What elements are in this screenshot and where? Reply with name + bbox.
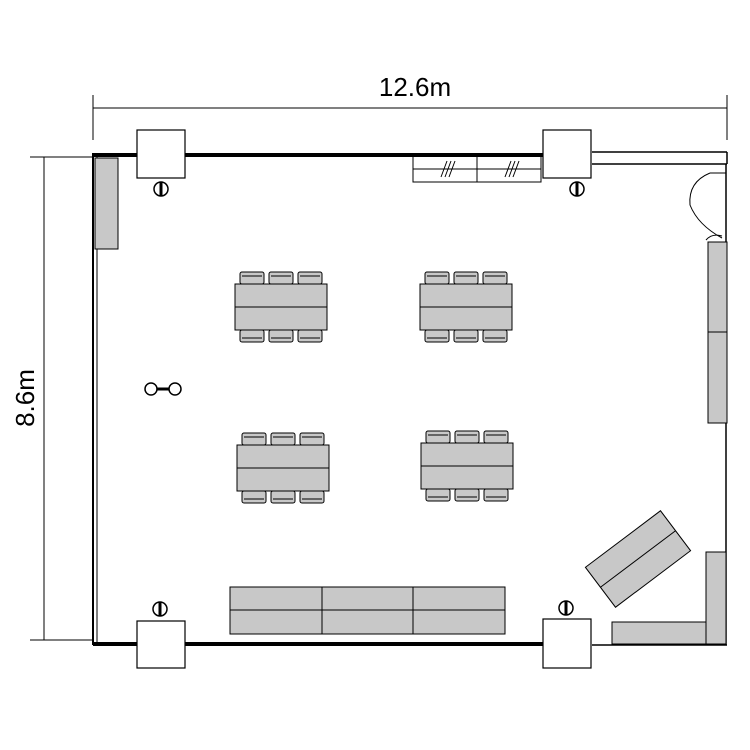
table-group bbox=[420, 430, 514, 502]
bottom-counter bbox=[229, 586, 506, 635]
chair bbox=[424, 271, 450, 285]
projector-icon bbox=[144, 382, 182, 396]
outlet-icon bbox=[153, 181, 169, 197]
width-dimension bbox=[92, 95, 728, 140]
chair bbox=[239, 329, 265, 343]
chair bbox=[239, 271, 265, 285]
column-bottom-left bbox=[136, 620, 186, 669]
chair bbox=[268, 271, 294, 285]
chair bbox=[241, 490, 267, 504]
left-cabinet bbox=[94, 157, 119, 250]
chair bbox=[424, 329, 450, 343]
chair bbox=[299, 432, 325, 446]
outlet-icon bbox=[569, 181, 585, 197]
chair bbox=[297, 329, 323, 343]
chair bbox=[483, 488, 509, 502]
structural-columns bbox=[136, 129, 592, 669]
chair bbox=[453, 329, 479, 343]
table-group bbox=[236, 432, 330, 504]
chair bbox=[482, 329, 508, 343]
chair bbox=[268, 329, 294, 343]
chair bbox=[454, 488, 480, 502]
chair bbox=[241, 432, 267, 446]
chair bbox=[270, 432, 296, 446]
table-group bbox=[419, 271, 513, 343]
height-dimension-label: 8.6m bbox=[10, 369, 40, 427]
chair bbox=[482, 271, 508, 285]
chair bbox=[425, 488, 451, 502]
column-top-left bbox=[136, 129, 186, 179]
right-wall-cabinets bbox=[707, 241, 728, 424]
chair bbox=[454, 430, 480, 444]
chair bbox=[483, 430, 509, 444]
chair bbox=[453, 271, 479, 285]
corner-sofa bbox=[611, 551, 727, 645]
table-groups bbox=[234, 271, 514, 504]
wall-shelf bbox=[412, 155, 542, 183]
width-dimension-label: 12.6m bbox=[379, 72, 451, 102]
chair bbox=[299, 490, 325, 504]
height-dimension bbox=[30, 156, 93, 641]
chair bbox=[425, 430, 451, 444]
chair bbox=[270, 490, 296, 504]
table-group bbox=[234, 271, 328, 343]
outlet-symbols bbox=[152, 181, 585, 617]
outlet-icon bbox=[558, 600, 574, 616]
column-top-right bbox=[542, 129, 592, 179]
chair bbox=[297, 271, 323, 285]
angled-sofa bbox=[584, 510, 692, 608]
column-bottom-right bbox=[542, 618, 592, 669]
outlet-icon bbox=[152, 601, 168, 617]
entrance-door bbox=[689, 172, 726, 241]
